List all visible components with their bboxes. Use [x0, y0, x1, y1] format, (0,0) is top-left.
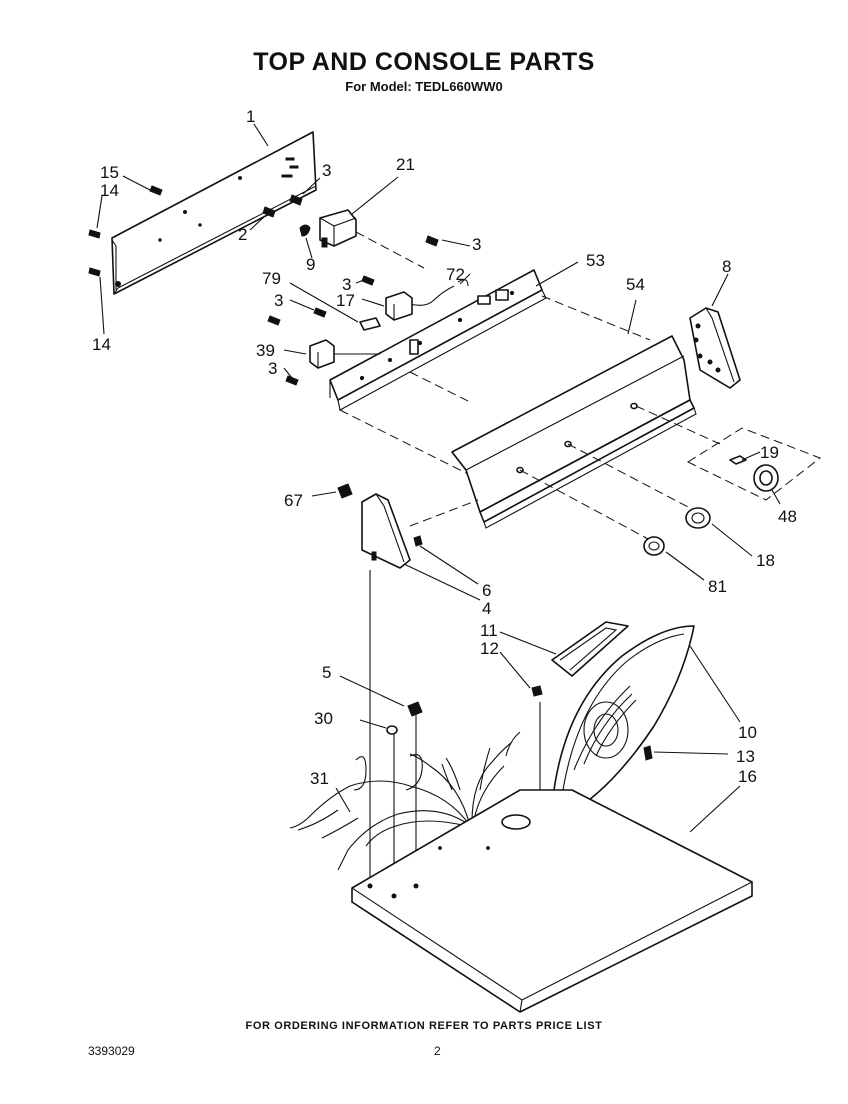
callout-14-upper: 14 [100, 181, 119, 200]
part-switch-17 [361, 291, 413, 321]
part-clip-79 [289, 282, 381, 331]
callout-48: 48 [778, 507, 797, 526]
clip-67 [311, 483, 353, 499]
screw-6 [409, 499, 479, 585]
callout-31: 31 [310, 769, 329, 788]
callout-53: 53 [586, 251, 605, 270]
callout-11: 11 [480, 621, 498, 640]
callout-72: 72 [446, 265, 465, 284]
clip-5 [339, 675, 423, 717]
clip-30 [359, 719, 398, 735]
callout-54: 54 [626, 275, 645, 294]
screw-3-left-d [283, 367, 299, 386]
document-number: 3393029 [88, 1044, 135, 1058]
callout-39: 39 [256, 341, 275, 360]
clip-12 [499, 651, 543, 697]
callout-81: 81 [708, 577, 727, 596]
screw-3-mid [425, 235, 471, 247]
callout-4: 4 [482, 599, 491, 618]
callout-10: 10 [738, 723, 757, 742]
callout-3-mid: 3 [472, 235, 481, 254]
callout-67: 67 [284, 491, 303, 510]
callout-9: 9 [306, 255, 315, 274]
page-number: 2 [434, 1044, 441, 1058]
part-console-54 [451, 299, 697, 529]
callout-1: 1 [246, 107, 255, 126]
screw-13 [643, 745, 729, 761]
callout-21: 21 [396, 155, 415, 174]
part-top-panel-16 [351, 785, 753, 1013]
screw-15 [122, 175, 163, 196]
screw-2 [249, 206, 276, 231]
screw-14-upper [88, 195, 103, 239]
part-switch-21 [319, 176, 425, 269]
part-switch-39 [283, 339, 380, 369]
callout-17: 17 [336, 291, 355, 310]
part-bracket-53 [329, 261, 579, 411]
callout-79: 79 [262, 269, 281, 288]
callout-3-left-a: 3 [342, 275, 351, 294]
callout-labels: 1 15 14 14 3 21 2 9 3 3 72 53 79 17 3 39… [92, 107, 797, 788]
part-rear-panel [111, 131, 317, 295]
callout-14-lower: 14 [92, 335, 111, 354]
callout-13: 13 [736, 747, 755, 766]
callout-3-left-b: 3 [274, 291, 283, 310]
part-lint-housing-10 [551, 625, 741, 813]
screw-3-top [289, 177, 321, 206]
ordering-info-footer: FOR ORDERING INFORMATION REFER TO PARTS … [245, 1020, 603, 1032]
model-subtitle: For Model: TEDL660WW0 [345, 79, 503, 94]
screw-left-c [267, 315, 281, 326]
part-bracket-11 [499, 621, 629, 677]
clip-9 [299, 224, 313, 259]
knob-18 [685, 507, 753, 557]
knob-group-19-48 [686, 427, 822, 505]
callout-15: 15 [100, 163, 119, 182]
callout-30: 30 [314, 709, 333, 728]
callout-3-top: 3 [322, 161, 331, 180]
page-title: TOP AND CONSOLE PARTS [253, 48, 595, 76]
screw-3-left-b [289, 299, 327, 318]
screw-14-lower [88, 267, 105, 335]
callout-8: 8 [722, 257, 731, 276]
part-endcap-4 [361, 493, 481, 601]
part-endcap-8 [689, 273, 741, 389]
callout-5: 5 [322, 663, 331, 682]
screw-3-left-a [355, 275, 375, 286]
callout-19: 19 [760, 443, 779, 462]
callout-12: 12 [480, 639, 499, 658]
callout-2: 2 [238, 225, 247, 244]
callout-6: 6 [482, 581, 491, 600]
part-wire-72 [409, 273, 471, 306]
callout-16: 16 [738, 767, 757, 786]
callout-3-left-d: 3 [268, 359, 277, 378]
knob-81 [643, 536, 705, 581]
callout-18: 18 [756, 551, 775, 570]
